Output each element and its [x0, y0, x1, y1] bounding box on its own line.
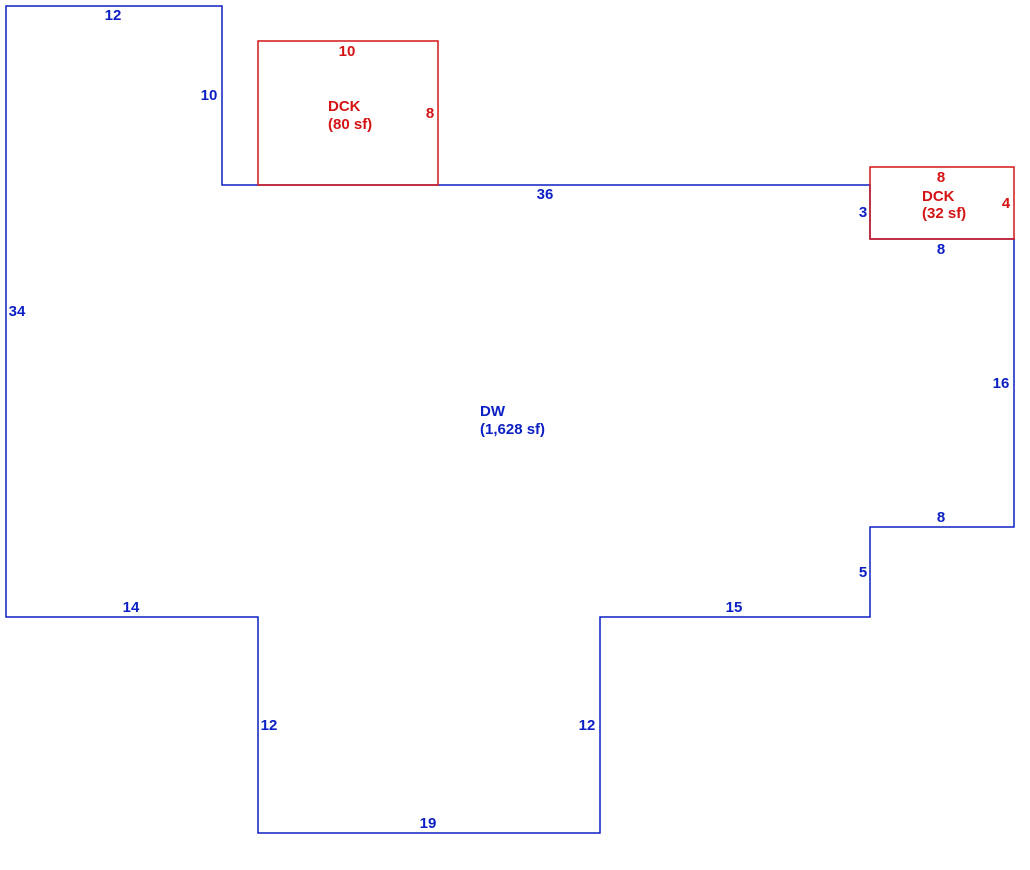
dim-bump-bottom: 19 [420, 815, 437, 832]
dim-right-step-bottom: 8 [937, 241, 945, 258]
deck-2-name: DCK [922, 188, 955, 205]
deck-2-area: (32 sf) [922, 205, 966, 222]
dim-right: 16 [993, 375, 1010, 392]
deck-1-area: (80 sf) [328, 116, 372, 133]
dim-top-left: 12 [105, 7, 122, 24]
dim-bump-left: 12 [261, 717, 278, 734]
dim-bottom-left: 14 [123, 599, 140, 616]
dwelling-area: (1,628 sf) [480, 421, 545, 438]
dim-right-step-lower: 8 [937, 509, 945, 526]
deck-1-width: 10 [339, 43, 356, 60]
deck-1-name: DCK [328, 98, 361, 115]
dim-bottom-right: 15 [726, 599, 743, 616]
dim-left: 34 [9, 303, 26, 320]
deck-1-outline [257, 40, 439, 186]
dim-right-drop: 5 [859, 564, 867, 581]
dim-bump-right: 12 [579, 717, 596, 734]
deck-2-height: 4 [1002, 195, 1011, 212]
deck-1-height: 8 [426, 105, 434, 122]
dim-right-step-top: 3 [859, 204, 867, 221]
dwelling-name: DW [480, 403, 506, 420]
deck-2-outline [869, 166, 1015, 240]
dim-top-main: 36 [537, 186, 554, 203]
dwelling-outline [5, 5, 1015, 834]
deck-2-width: 8 [937, 169, 945, 186]
dim-left-notch: 10 [201, 87, 218, 104]
